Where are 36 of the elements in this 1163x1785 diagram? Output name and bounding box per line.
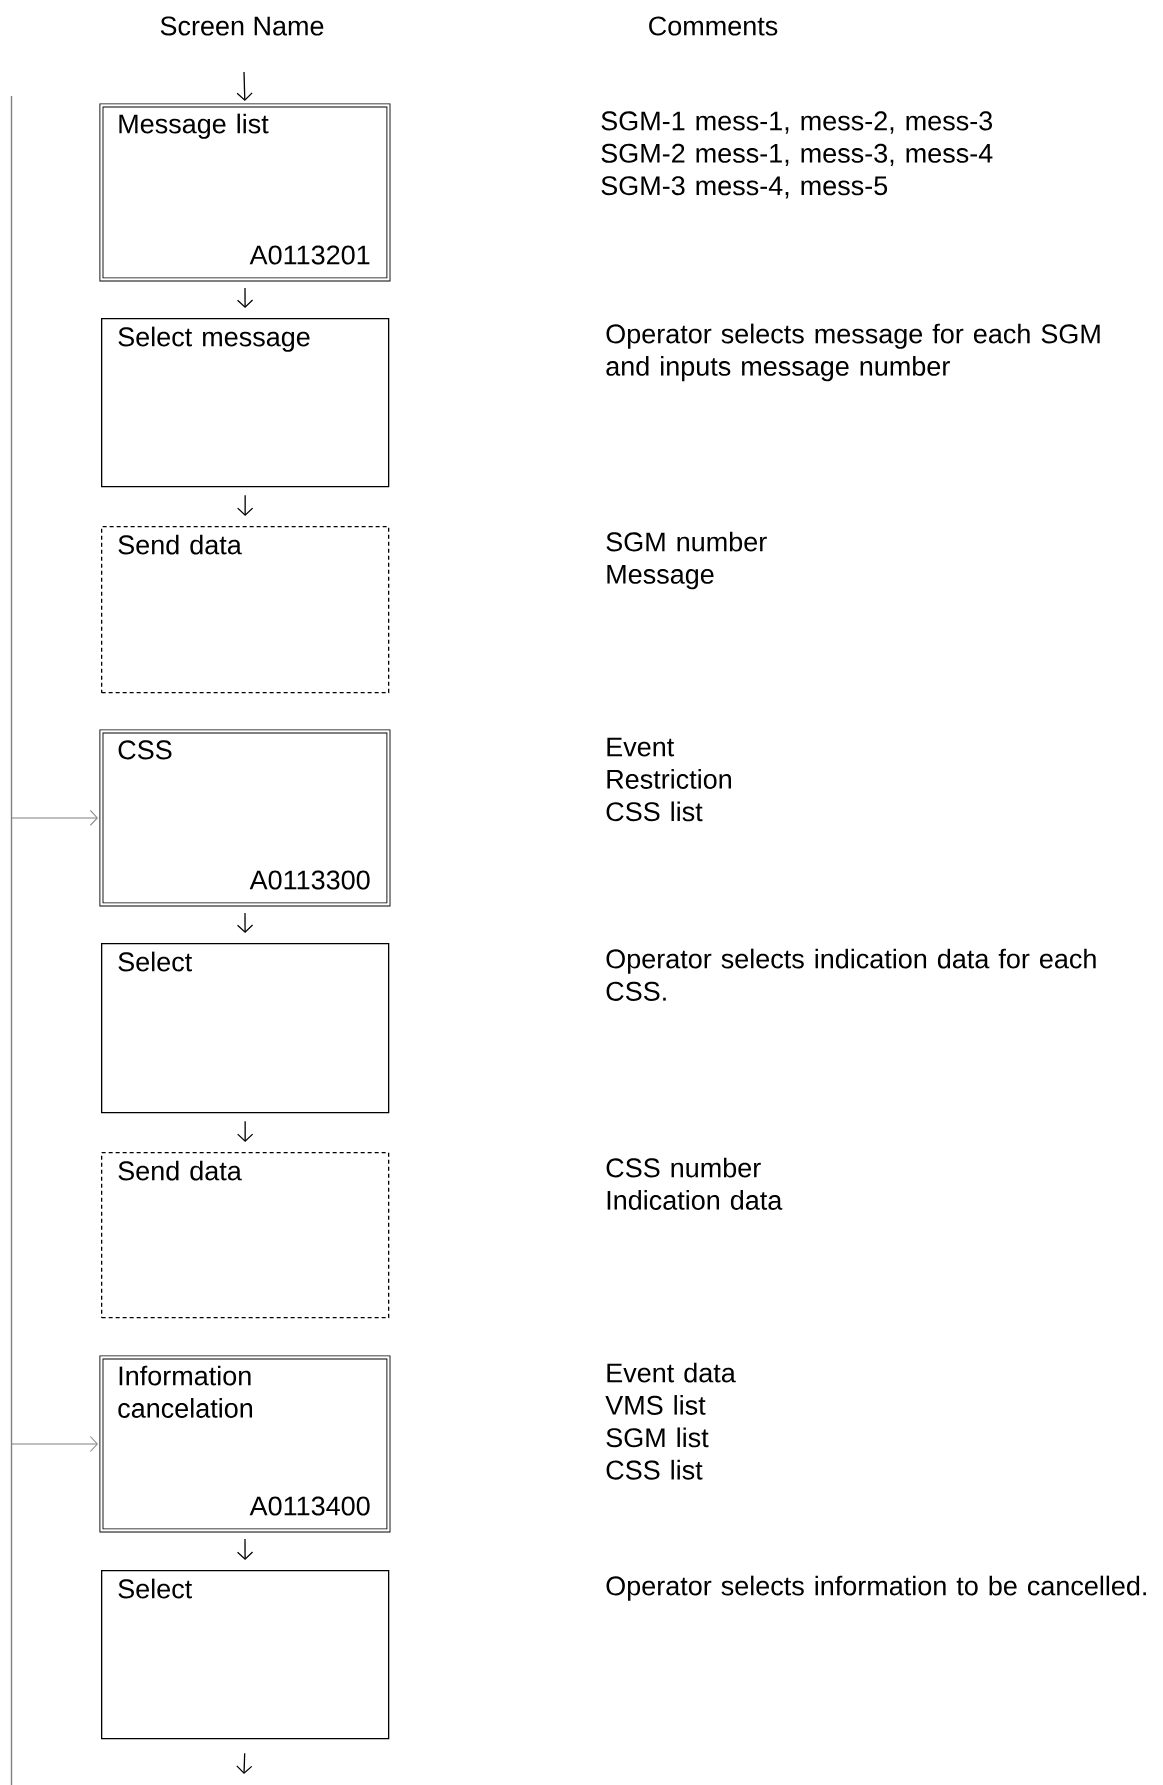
comment-text: Operator selects indication data for each CSS. bbox=[606, 948, 1096, 1001]
arrow bbox=[236, 287, 254, 308]
comment-text: SGM number bbox=[606, 531, 767, 552]
screen-box: Message list A0113201 bbox=[99, 103, 391, 282]
arrow bbox=[236, 71, 253, 101]
comment-text: Event bbox=[607, 737, 675, 757]
screen-box: CSS A0113300 bbox=[99, 729, 391, 907]
screen-box: Select bbox=[101, 943, 390, 1114]
comment-text: Operator selects information to be cancelled. bbox=[606, 1575, 1146, 1601]
arrow bbox=[11, 809, 98, 826]
column-header: Comments bbox=[649, 16, 778, 36]
comment-text: Event data bbox=[607, 1362, 736, 1383]
comment-text: Restriction bbox=[607, 769, 731, 789]
screen-box: Select bbox=[101, 1570, 390, 1740]
comment-text: Indication data bbox=[607, 1190, 783, 1210]
comment-text: SGM-3 mess-4, mess-5 bbox=[601, 176, 888, 199]
comment-text: SGM-2 mess-1, mess-3, mess-4 bbox=[601, 143, 993, 167]
screen-box: Information cancelation A0113400 bbox=[99, 1355, 391, 1533]
comment-text: Operator selects message for each SGM and inputs message number bbox=[606, 323, 1100, 382]
arrow bbox=[11, 1435, 98, 1452]
comment-text: SGM list bbox=[606, 1427, 709, 1448]
screen-box: Send data bbox=[101, 1152, 390, 1319]
screen-box: Send data bbox=[101, 526, 390, 694]
arrow bbox=[236, 1752, 253, 1774]
arrow bbox=[236, 912, 254, 933]
comment-text: CSS list bbox=[606, 1459, 703, 1480]
screen-box: Select message bbox=[101, 318, 390, 488]
comment-text: Message bbox=[607, 565, 714, 590]
comment-text: SGM-1 mess-1, mess-2, mess-3 bbox=[601, 111, 993, 134]
arrow bbox=[236, 1538, 254, 1560]
comment-text: CSS list bbox=[606, 801, 703, 822]
arrow bbox=[237, 1120, 254, 1142]
column-header: Screen Name bbox=[160, 16, 324, 36]
comment-text: VMS list bbox=[605, 1395, 706, 1415]
arrow bbox=[237, 494, 254, 516]
comment-text: CSS number bbox=[606, 1157, 761, 1178]
